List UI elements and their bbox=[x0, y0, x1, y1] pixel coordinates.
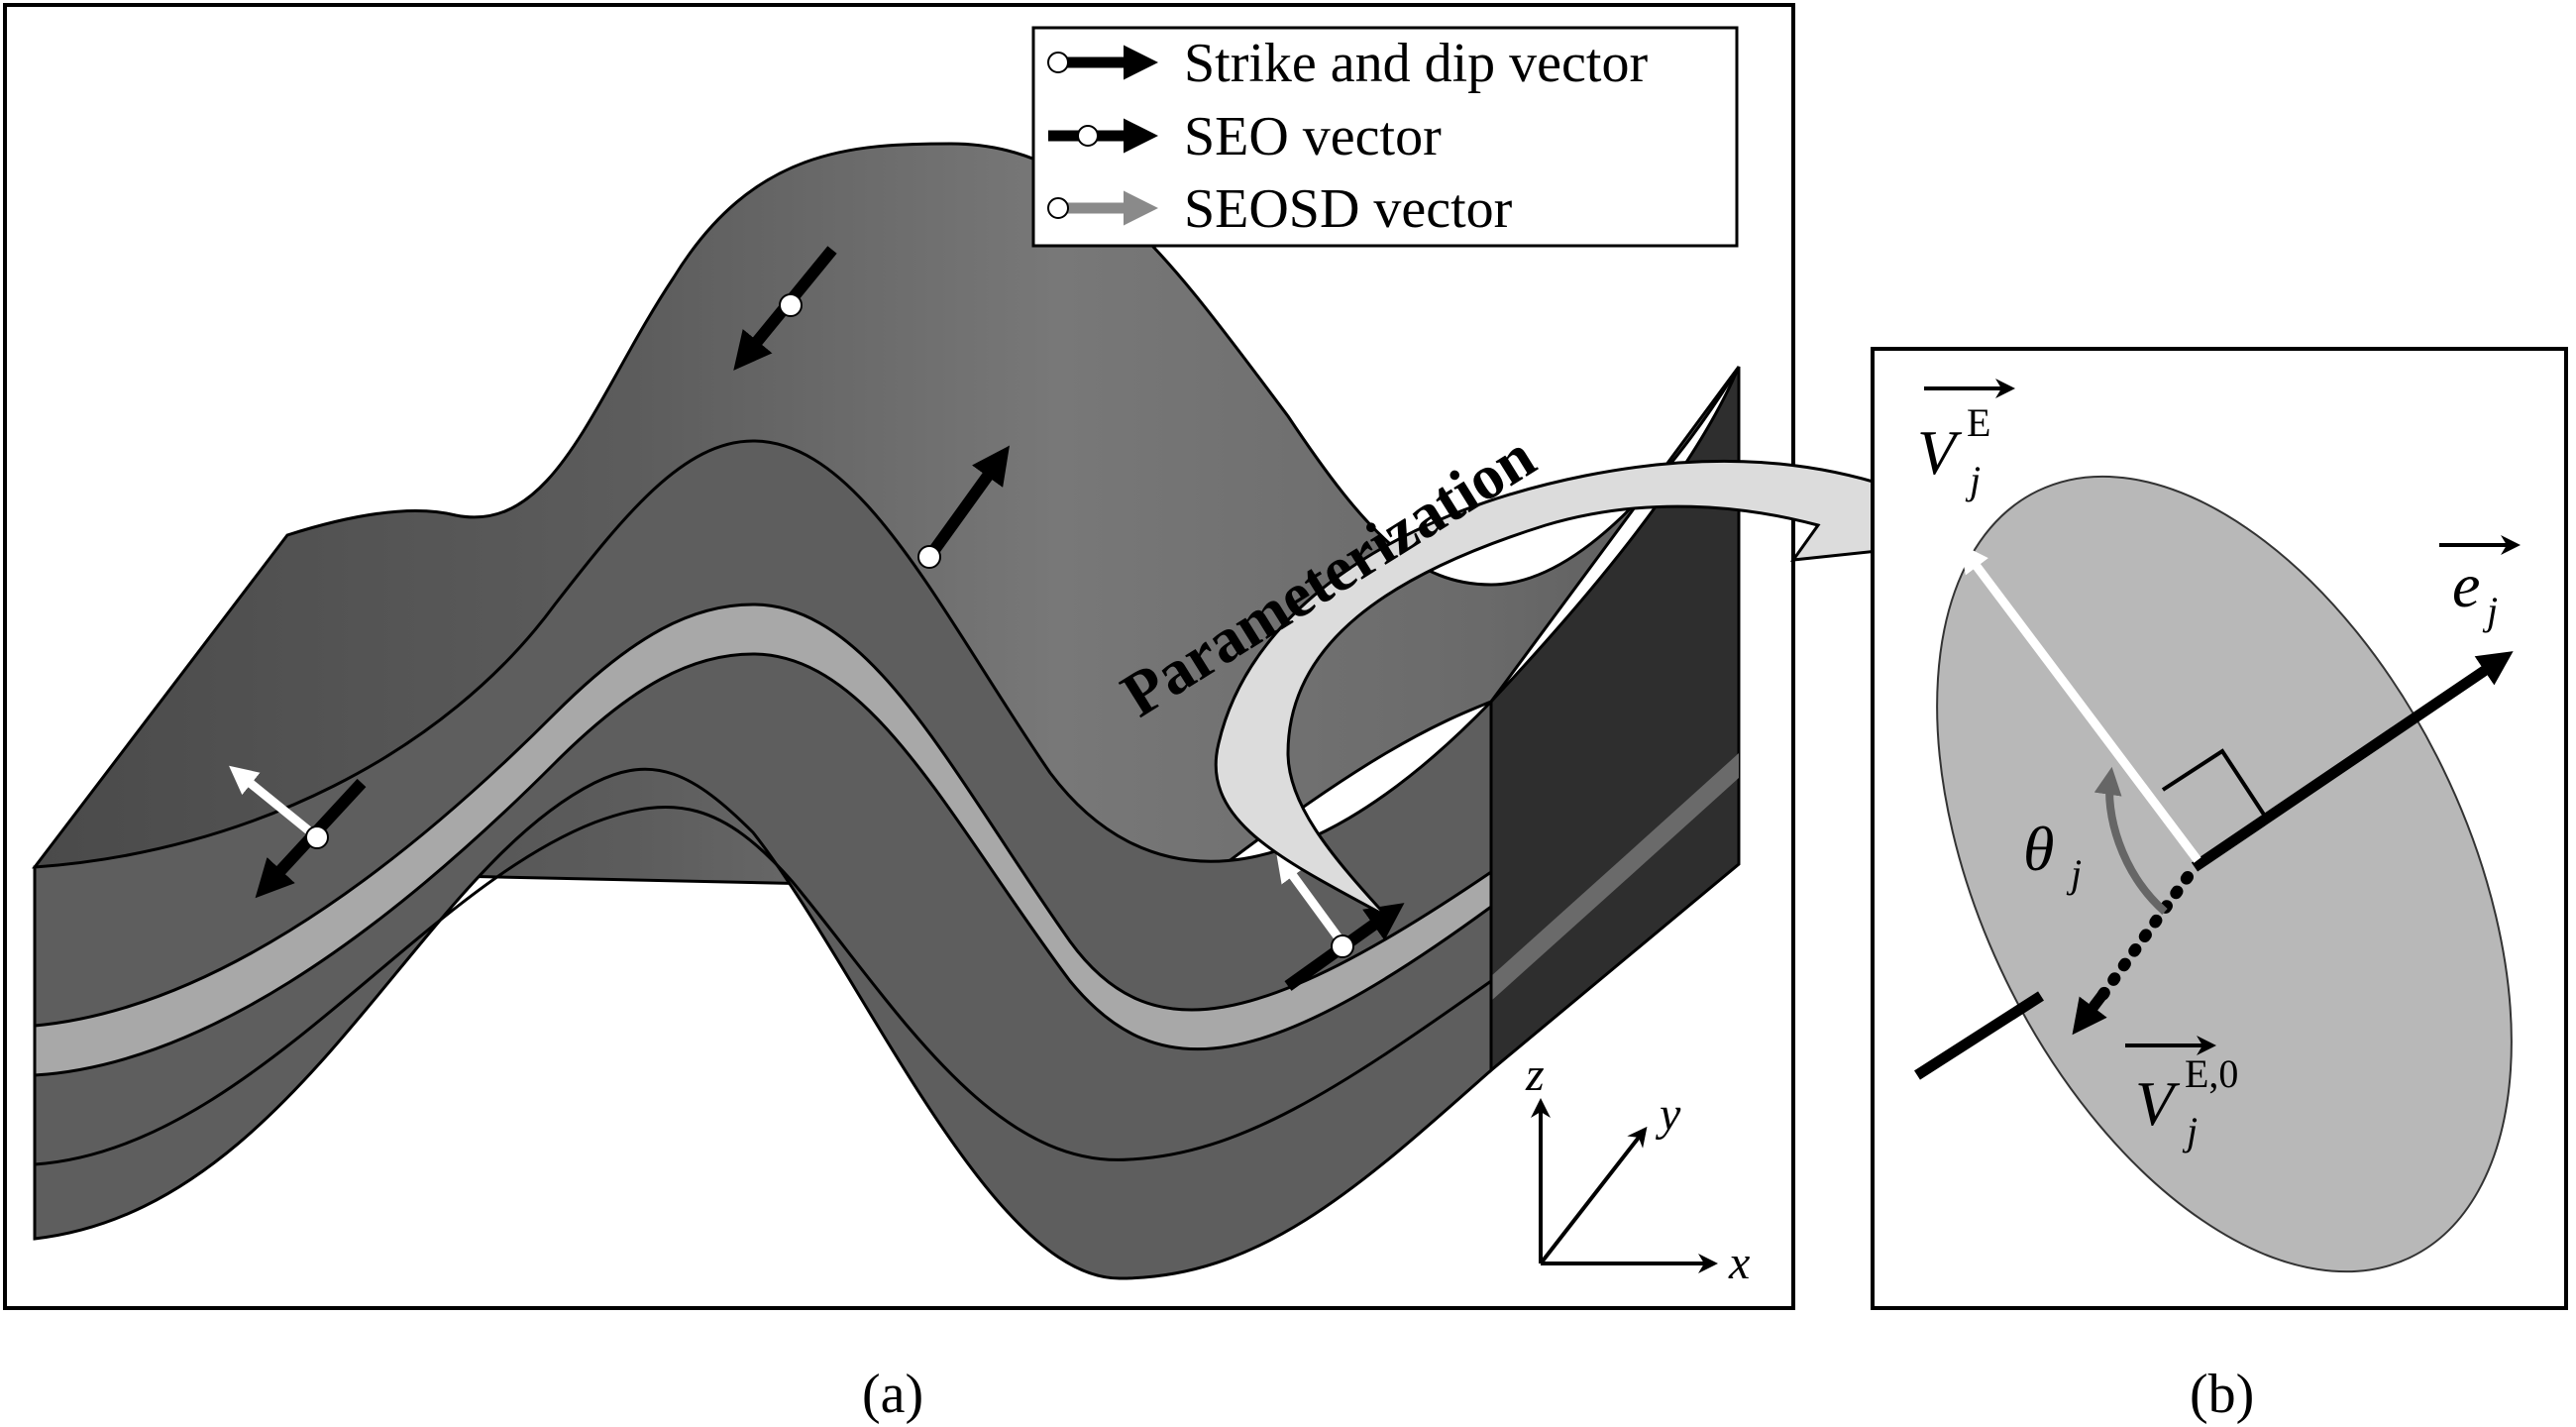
vector-left-pair bbox=[229, 765, 367, 899]
legend-label-seosd: SEOSD vector bbox=[1184, 178, 1513, 240]
block-front-face bbox=[33, 439, 1493, 1280]
legend-item-seosd: SEOSD vector bbox=[1047, 178, 1513, 240]
legend-label-strike-dip: Strike and dip vector bbox=[1184, 33, 1648, 94]
label-theta: θ j bbox=[2023, 814, 2082, 896]
axis-label-x: x bbox=[1728, 1237, 1750, 1289]
label-e-sub: j bbox=[2482, 589, 2498, 633]
vector-strike-dip-2 bbox=[917, 445, 1010, 569]
light-band bbox=[33, 603, 1493, 1077]
label-v-e0-main: V bbox=[2135, 1068, 2181, 1139]
legend-item-strike-dip: Strike and dip vector bbox=[1047, 33, 1648, 94]
normal-vector-line bbox=[1914, 991, 2044, 1080]
label-v-e: V E j bbox=[1917, 379, 2015, 502]
layer-line-lower bbox=[34, 806, 1492, 1166]
plane-ellipse bbox=[1936, 475, 2513, 1273]
panel-b: V E j e j θ j V E,0 j bbox=[1871, 347, 2568, 1310]
legend-label-seo: SEO vector bbox=[1184, 106, 1442, 167]
label-v-e-sup: E bbox=[1967, 400, 1990, 445]
label-theta-main: θ bbox=[2023, 814, 2054, 884]
legend: Strike and dip vector SEO vector SEOSD v… bbox=[1031, 26, 1739, 248]
legend-item-seo: SEO vector bbox=[1048, 106, 1442, 167]
vector-v-e0 bbox=[2072, 987, 2110, 1036]
label-v-e0: V E,0 j bbox=[2125, 1036, 2238, 1153]
axis-label-y: y bbox=[1655, 1088, 1681, 1141]
panel-a: Parameterization z y x Strike and dip ve… bbox=[3, 3, 1985, 1310]
vector-strike-dip-1 bbox=[733, 246, 837, 371]
right-angle-marker bbox=[2161, 748, 2268, 820]
label-v-e0-sup: E,0 bbox=[2185, 1051, 2238, 1096]
vector-v-e bbox=[1960, 543, 2201, 863]
normal-vector bbox=[2191, 651, 2514, 872]
vector-right-pair bbox=[1276, 852, 1405, 991]
axes-triad: z y x bbox=[1525, 1048, 1750, 1289]
axis-label-z: z bbox=[1525, 1048, 1545, 1101]
label-v-e-sub: j bbox=[1965, 458, 1981, 502]
block-side-band bbox=[1491, 753, 1739, 1001]
label-e: e j bbox=[2439, 535, 2521, 633]
caption-a: (a) bbox=[862, 1364, 923, 1425]
label-theta-sub: j bbox=[2066, 851, 2082, 896]
dotted-projection bbox=[2093, 871, 2194, 1007]
label-v-e0-sub: j bbox=[2182, 1109, 2198, 1153]
label-e-main: e bbox=[2452, 550, 2480, 620]
caption-b: (b) bbox=[2190, 1364, 2254, 1425]
label-v-e-main: V bbox=[1917, 417, 1963, 488]
theta-arc bbox=[2093, 766, 2168, 915]
